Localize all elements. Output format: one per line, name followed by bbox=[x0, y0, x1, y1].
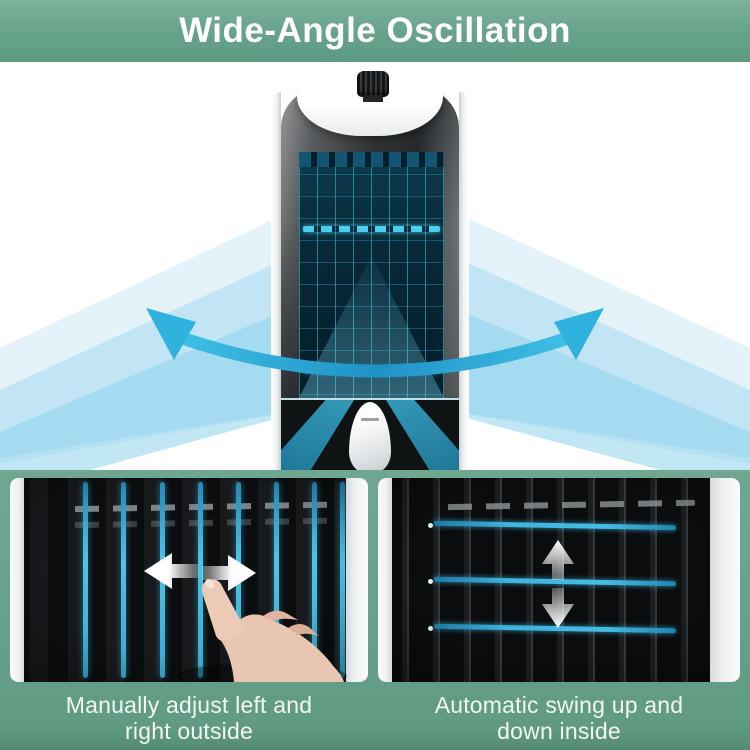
left-arrow-icon bbox=[144, 553, 198, 589]
arc-path bbox=[179, 331, 571, 378]
lit-louver-line bbox=[274, 482, 279, 678]
airflow-beam-right-bright bbox=[444, 304, 750, 470]
caption-right-line1: Automatic swing up and bbox=[434, 692, 684, 718]
fan-top-knob bbox=[357, 71, 389, 102]
line-end-dot bbox=[428, 626, 433, 631]
pointing-hand-icon bbox=[177, 579, 347, 682]
bottom-section: Manually adjust left and right outside A… bbox=[0, 470, 750, 750]
lit-louver-line bbox=[340, 482, 345, 678]
fan-side-strip bbox=[378, 478, 392, 682]
hero-section bbox=[0, 62, 750, 470]
panel-left-manual-louvers bbox=[10, 478, 368, 682]
line-end-dot bbox=[428, 579, 433, 584]
right-arrow-icon bbox=[202, 555, 256, 591]
lit-louver-line bbox=[83, 482, 88, 678]
fan-right-rail bbox=[459, 92, 469, 470]
caption-left-line2: right outside bbox=[125, 718, 253, 744]
oscillation-arc-arrow-icon bbox=[146, 308, 604, 378]
page-title: Wide-Angle Oscillation bbox=[179, 11, 571, 50]
title-banner: Wide-Angle Oscillation bbox=[0, 0, 750, 62]
right-panel-overlay bbox=[542, 540, 574, 628]
arc-arrowhead-left bbox=[146, 308, 196, 360]
up-arrow-icon bbox=[542, 540, 574, 580]
fan-side-strip bbox=[710, 478, 740, 682]
arc-arrowhead-right bbox=[554, 308, 604, 360]
fan-grille bbox=[299, 152, 444, 398]
lit-louver-line bbox=[121, 482, 126, 678]
panel-right-auto-swing bbox=[378, 478, 740, 682]
left-panel-overlay bbox=[144, 553, 347, 682]
caption-right: Automatic swing up and down inside bbox=[378, 692, 740, 744]
fan-left-rail bbox=[271, 92, 281, 470]
caption-left-line1: Manually adjust left and bbox=[65, 692, 313, 718]
fan-side-strip bbox=[346, 478, 368, 682]
lit-louver-line bbox=[198, 482, 203, 678]
lit-louver-line bbox=[312, 482, 317, 678]
fan-side-strip bbox=[10, 478, 24, 682]
air-cooler-image bbox=[0, 62, 750, 470]
grille-light-row bbox=[303, 226, 440, 232]
caption-left: Manually adjust left and right outside bbox=[10, 692, 368, 744]
caption-right-line2: down inside bbox=[497, 718, 621, 744]
handle-label bbox=[361, 418, 379, 421]
line-end-dot bbox=[428, 523, 433, 528]
down-arrow-icon bbox=[542, 588, 574, 628]
